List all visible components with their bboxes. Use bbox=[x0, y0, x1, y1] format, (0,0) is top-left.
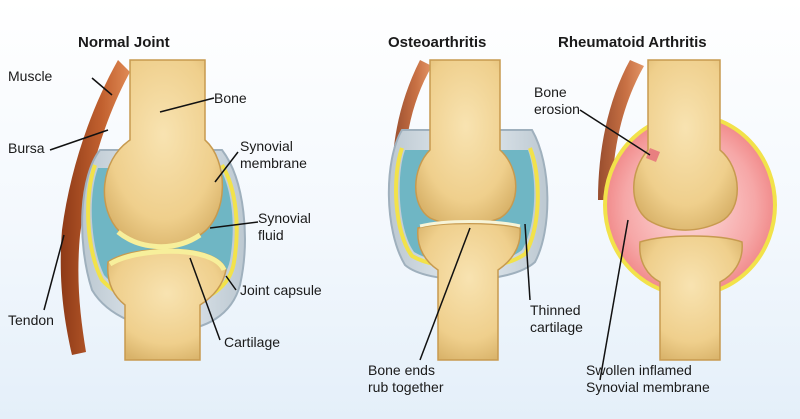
osteo-thin-cartilage bbox=[419, 220, 521, 228]
label-thinned-cartilage: Thinned cartilage bbox=[530, 302, 583, 336]
label-synovial-fluid-line2: fluid bbox=[258, 227, 284, 243]
normal-muscle bbox=[60, 60, 130, 355]
label-synovial-membrane-line2: membrane bbox=[240, 155, 307, 171]
label-bursa: Bursa bbox=[8, 140, 45, 156]
leader-cartilage bbox=[189, 257, 221, 341]
leader-joint-capsule bbox=[225, 275, 237, 291]
leader-synovial-membrane bbox=[214, 151, 239, 183]
label-tendon: Tendon bbox=[8, 312, 54, 328]
label-bone-erosion: Bone erosion bbox=[534, 84, 580, 118]
rheum-upper-bone bbox=[633, 59, 738, 231]
leader-bursa bbox=[49, 129, 109, 151]
label-bone-ends: Bone ends rub together bbox=[368, 362, 444, 396]
label-swollen-membrane-line1: Swollen inflamed bbox=[586, 362, 692, 378]
leader-swollen-membrane bbox=[599, 219, 629, 381]
rheum-erosion bbox=[646, 148, 660, 162]
rheum-muscle bbox=[598, 60, 644, 200]
label-cartilage: Cartilage bbox=[224, 334, 281, 350]
label-joint-capsule: Joint capsule bbox=[240, 282, 322, 298]
leader-muscle bbox=[91, 77, 113, 96]
leader-synovial-fluid bbox=[209, 221, 259, 229]
label-bone-ends-line2: rub together bbox=[368, 379, 444, 395]
label-synovial-fluid: Synovial fluid bbox=[258, 210, 311, 244]
leader-bone-erosion bbox=[579, 109, 651, 156]
label-bone-erosion-line1: Bone bbox=[534, 84, 567, 100]
normal-upper-bone bbox=[103, 59, 224, 248]
label-synovial-membrane: Synovial membrane bbox=[240, 138, 307, 172]
leader-thinned-cartilage bbox=[524, 223, 531, 301]
label-bone: Bone bbox=[214, 90, 247, 106]
label-muscle: Muscle bbox=[8, 68, 53, 84]
normal-cartilage-bottom bbox=[108, 248, 227, 272]
title-osteoarthritis: Osteoarthritis bbox=[388, 34, 487, 51]
label-thinned-cartilage-line1: Thinned bbox=[530, 302, 581, 318]
rheum-joint bbox=[598, 59, 777, 361]
title-rheumatoid-arthritis: Rheumatoid Arthritis bbox=[558, 34, 707, 51]
osteo-joint bbox=[387, 59, 549, 361]
normal-cartilage-top bbox=[116, 230, 202, 250]
label-bone-erosion-line2: erosion bbox=[534, 101, 580, 117]
label-bone-ends-line1: Bone ends bbox=[368, 362, 435, 378]
leader-bone bbox=[159, 97, 215, 113]
label-swollen-membrane: Swollen inflamed Synovial membrane bbox=[586, 362, 710, 396]
leader-bone-ends bbox=[419, 227, 471, 361]
leader-tendon bbox=[43, 234, 65, 311]
label-thinned-cartilage-line2: cartilage bbox=[530, 319, 583, 335]
rheum-lower-bone bbox=[639, 235, 743, 361]
leader-lines bbox=[43, 77, 651, 381]
label-synovial-fluid-line1: Synovial bbox=[258, 210, 311, 226]
osteo-lower-bone bbox=[417, 222, 521, 361]
label-swollen-membrane-line2: Synovial membrane bbox=[586, 379, 710, 395]
label-synovial-membrane-line1: Synovial bbox=[240, 138, 293, 154]
title-normal-joint: Normal Joint bbox=[78, 34, 170, 51]
normal-joint bbox=[60, 59, 246, 361]
